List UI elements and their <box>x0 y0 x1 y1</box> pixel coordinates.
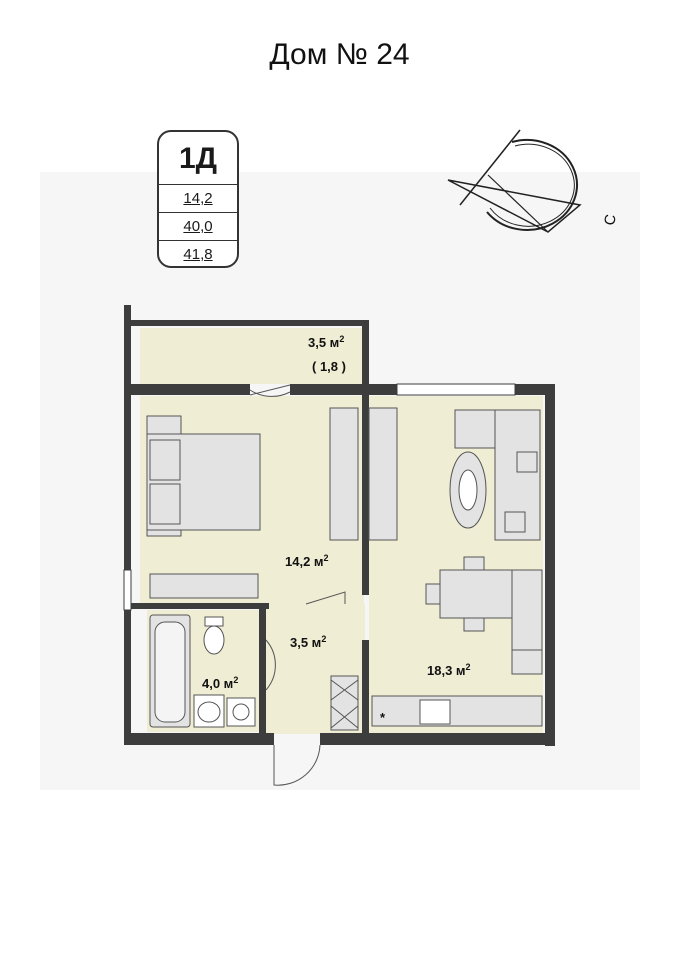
coffee-table-inner <box>458 469 478 511</box>
windows <box>123 383 516 611</box>
partition-bath-hall <box>259 603 266 733</box>
toilet <box>203 625 225 655</box>
total-area-value: 40,0 <box>159 213 237 241</box>
partition-bedroom-living <box>362 395 369 595</box>
compass-arc-inner <box>489 143 575 227</box>
balcony-note-label: ( 1,8 ) <box>312 359 346 374</box>
walls <box>124 305 555 746</box>
hall-area-label: 3,5 м2 <box>290 634 326 650</box>
doors <box>249 384 346 786</box>
apartment-badge: 1Д 14,2 40,0 41,8 <box>157 130 239 268</box>
chair-left <box>425 583 441 605</box>
balcony-rail <box>131 320 365 326</box>
sink-bowl <box>197 701 221 723</box>
total-area-with-balcony-value: 41,8 <box>183 246 213 263</box>
living-furniture <box>371 409 543 727</box>
chair-bottom <box>463 617 485 632</box>
outer-wall-left <box>124 305 131 745</box>
partition-hall-living <box>362 640 369 740</box>
pillow-2 <box>149 483 181 525</box>
window-living <box>396 383 516 396</box>
bedroom-area-label: 14,2 м2 <box>285 553 329 569</box>
partition-bedroom-bath <box>131 603 269 609</box>
hall-wardrobe-hangers <box>330 679 359 729</box>
hall-furniture <box>330 675 359 731</box>
toilet-tank <box>204 616 224 627</box>
living-area-value: 14,2 <box>159 185 237 213</box>
balcony-right-wall <box>362 320 369 400</box>
balcony-area-label: 3,5 м2 <box>308 334 344 350</box>
washing-machine-drum <box>232 703 250 721</box>
hall-wardrobe <box>330 675 359 731</box>
bathroom-area-label: 4,0 м2 <box>202 675 238 691</box>
wall-bottom-right <box>320 733 555 745</box>
entry-door <box>273 744 321 786</box>
kitchen-counter-right <box>511 569 543 651</box>
bathroom-fixtures <box>149 614 256 728</box>
wall-top-living-right <box>515 384 555 395</box>
sofa-cushion-1 <box>516 451 538 473</box>
outer-wall-right <box>545 384 555 746</box>
wall-balcony-bottom-left <box>124 384 250 395</box>
compass-arc <box>486 138 578 231</box>
compass-north-label: С <box>601 213 620 227</box>
stove <box>511 649 543 675</box>
wall-top-living-left <box>369 384 397 395</box>
compass-needle <box>447 179 582 233</box>
dining-table <box>439 569 513 619</box>
wardrobe <box>329 407 359 541</box>
compass <box>447 129 582 233</box>
pillow-1 <box>149 439 181 481</box>
wardrobe-2 <box>368 407 398 541</box>
wall-bottom-left <box>124 733 274 745</box>
riser-marker: * <box>380 710 386 725</box>
compass-needle-3 <box>487 174 549 233</box>
armchair <box>504 511 526 533</box>
window-left <box>123 569 132 611</box>
apartment-code: 1Д <box>159 132 237 185</box>
balcony-floor <box>140 328 362 384</box>
wall-balcony-bottom-right <box>290 384 370 395</box>
kitchen-counter-bottom <box>371 695 543 727</box>
compass-needle-2 <box>459 129 521 206</box>
bath-door-swing <box>265 639 276 691</box>
balcony-door-swing <box>249 389 291 397</box>
page-title: Дом № 24 <box>269 38 410 71</box>
kitchen-sink <box>419 699 451 725</box>
chair-top <box>463 556 485 571</box>
living-area-label: 18,3 м2 <box>427 662 471 678</box>
bedroom-shelf <box>149 573 259 599</box>
bedroom-door <box>305 591 346 605</box>
bedroom-furniture <box>146 407 398 599</box>
bathtub-inner <box>154 621 186 723</box>
